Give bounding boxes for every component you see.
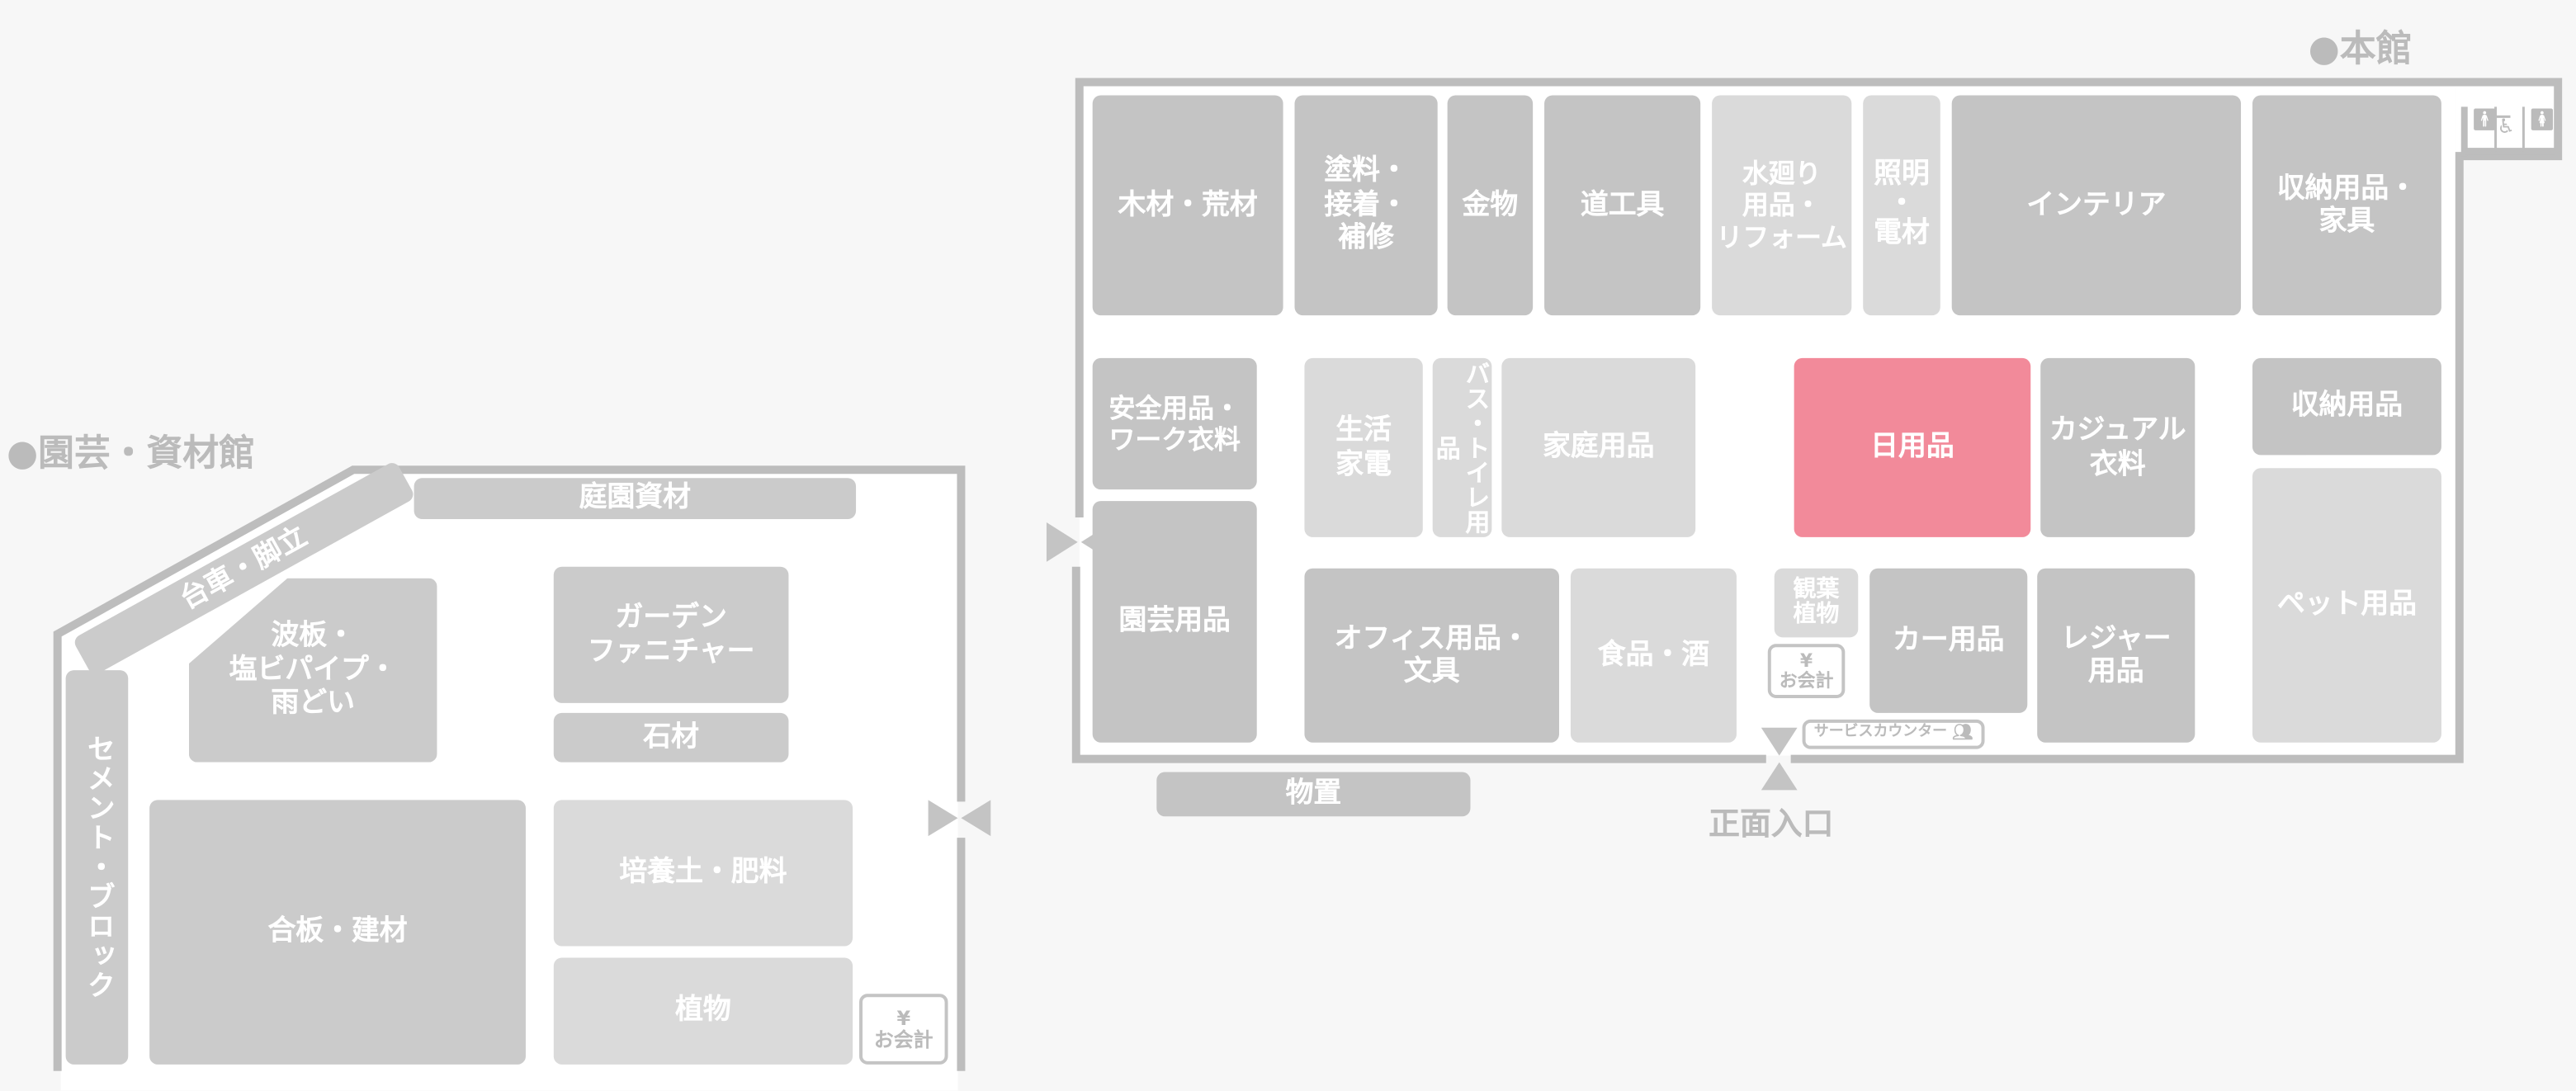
section-leisure[interactable]: レジャー 用品	[2037, 568, 2196, 743]
entrance-arrow-icon	[1761, 727, 1798, 756]
section-stone[interactable]: 石材	[553, 712, 789, 763]
section-garden-materials[interactable]: 庭園資材	[414, 478, 857, 519]
side-entrance-arrow-icon	[1080, 522, 1113, 562]
section-storage-furniture[interactable]: 収納用品・ 家具	[2252, 95, 2441, 316]
main-entrance-label: 正面入口	[1709, 806, 1834, 843]
section-shed[interactable]: 物置	[1156, 772, 1471, 817]
garden-entrance-arrow-icon	[928, 800, 958, 837]
section-storage[interactable]: 収納用品	[2252, 357, 2441, 456]
side-entrance-arrow-icon	[1046, 522, 1078, 562]
garden-checkout[interactable]: ¥ お会計	[859, 994, 948, 1065]
section-car[interactable]: カー用品	[1869, 568, 2028, 713]
section-plywood[interactable]: 合板・建材	[149, 800, 526, 1065]
section-household[interactable]: 家庭用品	[1501, 357, 1696, 537]
garden-building-title: ●園芸・資材館	[6, 433, 255, 475]
section-pet[interactable]: ペット用品	[2252, 468, 2441, 743]
main-building-title: ●本館	[2308, 29, 2413, 71]
wheelchair-icon: ♿︎	[2497, 115, 2515, 139]
section-plants[interactable]: 植物	[553, 957, 853, 1065]
section-bath-toilet[interactable]: バス・トイレ用品	[1432, 357, 1492, 537]
section-daily-goods-highlighted[interactable]: 日用品	[1794, 357, 2031, 537]
male-restroom-icon: 🚹︎	[2470, 108, 2498, 134]
section-paint[interactable]: 塗料・ 接着・ 補修	[1294, 95, 1438, 316]
section-lumber[interactable]: 木材・荒材	[1092, 95, 1283, 316]
section-lighting[interactable]: 照明 ・ 電材	[1863, 95, 1940, 316]
section-casual-clothing[interactable]: カジュアル 衣料	[2040, 357, 2196, 537]
female-restroom-icon: 🚺︎	[2528, 108, 2556, 134]
service-counter[interactable]: サービスカウンター 👥︎	[1802, 719, 1985, 749]
section-foliage-plants[interactable]: 観葉 植物	[1774, 568, 1859, 638]
section-soil-fertilizer[interactable]: 培養土・肥料	[553, 800, 853, 947]
main-checkout[interactable]: ¥ お会計	[1767, 644, 1846, 698]
service-counter-label: サービスカウンター	[1813, 725, 1948, 742]
section-gardening[interactable]: 園芸用品	[1092, 501, 1257, 743]
garden-entrance-arrow-icon	[961, 800, 991, 837]
section-office[interactable]: オフィス用品・ 文具	[1304, 568, 1559, 743]
section-safety-workwear[interactable]: 安全用品・ ワーク衣料	[1092, 357, 1257, 490]
section-hardware[interactable]: 金物	[1447, 95, 1534, 316]
section-tools[interactable]: 道工具	[1544, 95, 1701, 316]
checkout-label: お会計	[873, 1027, 934, 1051]
checkout-label: お会計	[1779, 669, 1834, 692]
yen-icon: ¥	[1799, 650, 1813, 673]
section-cement-block[interactable]: セメント・ブロック	[65, 670, 129, 1065]
entrance-arrow-icon	[1761, 762, 1798, 791]
section-food-liquor[interactable]: 食品・酒	[1570, 568, 1737, 743]
section-interior[interactable]: インテリア	[1951, 95, 2242, 316]
section-garden-furniture[interactable]: ガーデン ファニチャー	[553, 566, 789, 703]
yen-icon: ¥	[896, 1006, 911, 1030]
section-plumbing[interactable]: 水廻り 用品・ リフォーム	[1712, 95, 1852, 316]
staff-icon: 👥︎	[1952, 724, 1973, 743]
section-appliances[interactable]: 生活 家電	[1304, 357, 1423, 537]
